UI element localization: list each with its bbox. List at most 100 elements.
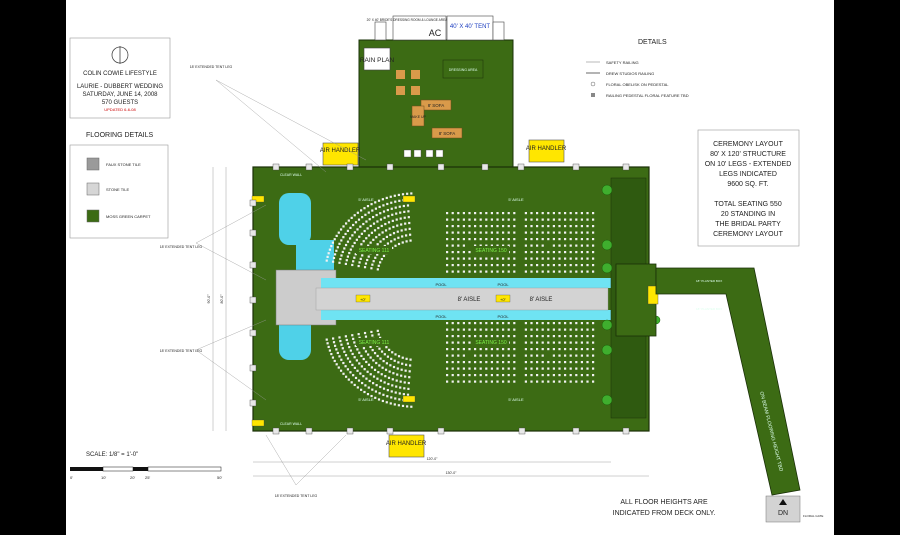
seat: [406, 192, 409, 195]
tent-leg-label-4: 18' EXTENDED TENT LEG: [275, 494, 318, 498]
seat: [446, 231, 449, 234]
level-marker-a: +0": [360, 297, 367, 302]
seat: [401, 362, 404, 365]
air-handler-right-label: AIR HANDLER: [526, 146, 567, 152]
seat: [552, 231, 555, 234]
seat: [530, 270, 533, 273]
seat: [353, 383, 356, 387]
seat: [391, 246, 394, 250]
seat: [353, 241, 356, 245]
seat: [354, 221, 358, 224]
seat: [490, 270, 493, 273]
dim-total: 130'-0": [446, 471, 458, 475]
seat: [326, 255, 329, 259]
seat: [569, 335, 572, 338]
seat: [392, 225, 395, 229]
seat: [513, 212, 516, 215]
tent-leg: [249, 329, 257, 337]
seat: [558, 367, 561, 370]
seat: [399, 211, 402, 214]
pool-strip-bottom: [321, 310, 611, 320]
seat: [386, 242, 390, 245]
seat: [586, 354, 589, 357]
seat: [335, 348, 338, 351]
seat: [347, 219, 350, 222]
seating-block-grid-top: [446, 212, 595, 273]
seat: [327, 252, 330, 255]
seat: [398, 199, 401, 202]
seat: [349, 371, 352, 374]
seat: [399, 386, 402, 389]
seat: [403, 381, 406, 384]
seat: [502, 322, 505, 325]
seat: [496, 328, 499, 331]
seat: [524, 225, 527, 228]
seat: [360, 243, 363, 246]
ceremony-line-1: CEREMONY LAYOUT: [713, 141, 783, 148]
seat: [352, 374, 355, 377]
seat: [513, 270, 516, 273]
seat: [386, 208, 389, 212]
seat: [376, 243, 379, 246]
seat: [569, 380, 572, 383]
seat: [580, 244, 583, 247]
seat: [371, 209, 374, 212]
seat: [462, 238, 465, 241]
seat: [405, 234, 408, 237]
seat: [558, 335, 561, 338]
seat: [346, 229, 350, 232]
seat: [366, 204, 370, 208]
seat: [462, 231, 465, 234]
seat: [328, 248, 332, 251]
seat: [569, 251, 572, 254]
seat: [502, 225, 505, 228]
seat: [586, 270, 589, 273]
seat: [400, 374, 403, 377]
air-handler-bottom-label: AIR HANDLER: [386, 441, 427, 447]
seat: [451, 367, 454, 370]
seat: [366, 370, 369, 373]
seat: [371, 334, 374, 337]
seat: [524, 367, 527, 370]
seat: [507, 231, 510, 234]
seat: [496, 244, 499, 247]
seat: [592, 380, 595, 383]
seat: [462, 257, 465, 260]
seat: [502, 374, 505, 377]
seat: [490, 225, 493, 228]
seat: [502, 348, 505, 351]
seat: [592, 257, 595, 260]
seat: [362, 240, 365, 243]
seat: [379, 212, 382, 215]
seat: [474, 367, 477, 370]
seat: [564, 212, 567, 215]
seat: [457, 374, 460, 377]
seat: [397, 236, 400, 239]
seat: [536, 354, 539, 357]
seat: [468, 231, 471, 234]
scale-label: SCALE: 1/8" = 1'-0": [86, 452, 138, 458]
seat: [369, 241, 372, 244]
seat: [358, 362, 361, 365]
seat: [479, 257, 482, 260]
seat: [479, 231, 482, 234]
seat: [575, 322, 578, 325]
seat: [569, 270, 572, 273]
seat: [513, 328, 516, 331]
tent-40-label: 40' X 40' TENT: [450, 24, 491, 30]
seat: [468, 264, 471, 267]
seat: [383, 216, 386, 219]
seat: [490, 264, 493, 267]
level-marker-b: +0": [500, 297, 507, 302]
seat: [337, 231, 340, 234]
seat: [496, 225, 499, 228]
seat: [485, 348, 488, 351]
dn-label: DN: [778, 510, 788, 517]
seat: [564, 341, 567, 344]
seat: [569, 264, 572, 267]
seat: [446, 218, 449, 221]
ac-label: AC: [429, 28, 442, 38]
seat: [347, 378, 350, 381]
seat: [446, 374, 449, 377]
seat: [381, 366, 384, 369]
